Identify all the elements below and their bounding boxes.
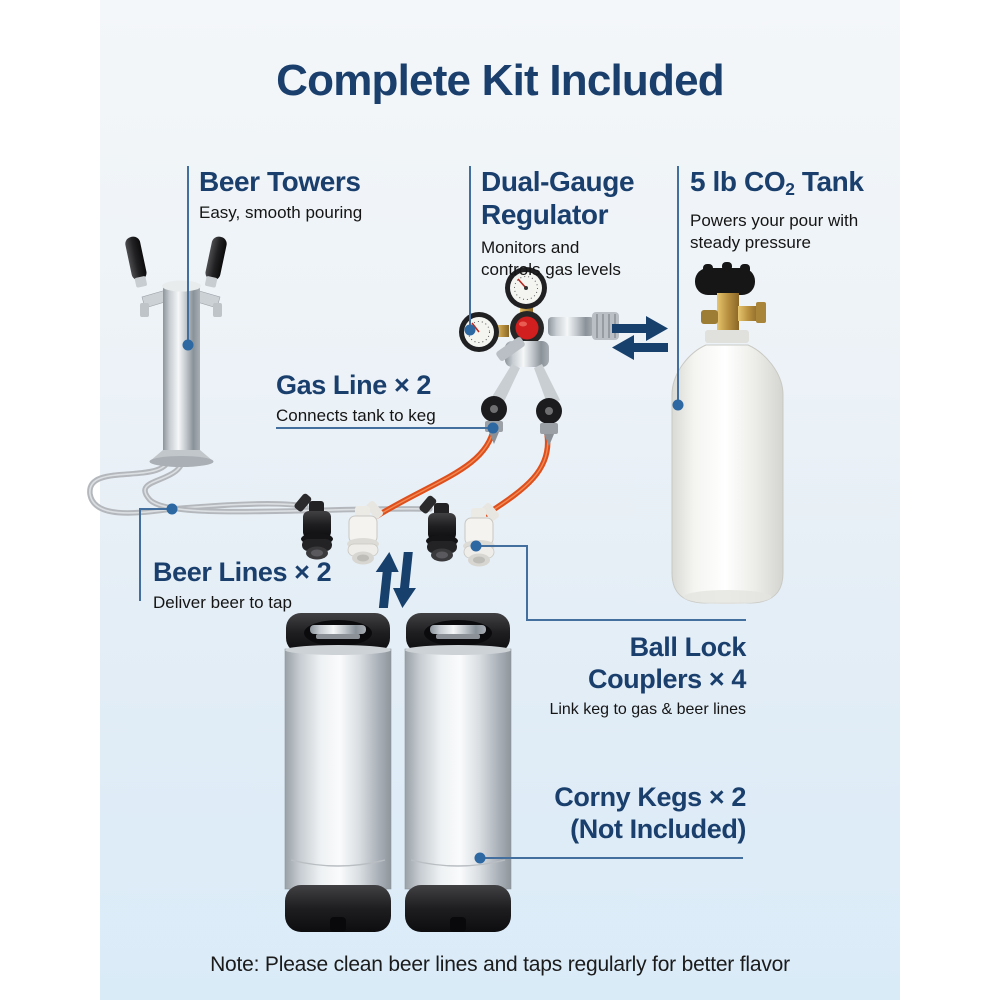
regulator-title-line1: Dual-Gauge: [481, 166, 635, 197]
ball-lock-coupler-white-1: [347, 500, 383, 565]
callout-dots: [166, 324, 684, 864]
page-title: Complete Kit Included: [276, 56, 724, 105]
beer-lines-title: Beer Lines × 2: [153, 557, 332, 587]
callout-connectors: [139, 166, 746, 859]
updown-arrows-icon: [375, 552, 417, 608]
ball-lock-coupler-black-2: [419, 495, 458, 562]
swap-arrows-icon: [612, 316, 668, 360]
co2-tank-dot: [672, 399, 684, 411]
regulator-desc-line2: controls gas levels: [481, 260, 621, 279]
beer-lines-desc: Deliver beer to tap: [153, 593, 292, 612]
beer-line-tubes: [87, 452, 433, 516]
callout-ball-lock: Ball Lock Couplers × 4 Link keg to gas &…: [480, 631, 746, 721]
ball-lock-coupler-black-1: [294, 493, 333, 560]
co2-tank-desc-line1: Powers your pour with: [690, 210, 859, 230]
regulator-dot: [464, 324, 476, 336]
regulator-illustration: [459, 267, 619, 446]
corny-kegs-dot: [474, 852, 486, 864]
ball-lock-coupler-white-2: [463, 502, 499, 567]
ball-lock-connector: [476, 545, 746, 621]
beer-lines-connector: [139, 508, 172, 601]
corny-keg-illustration-right: [404, 613, 512, 932]
ball-lock-desc: Link keg to gas & beer lines: [549, 701, 746, 718]
ball-lock-title-line2: Couplers × 4: [587, 664, 746, 694]
callout-beer-lines: Beer Lines × 2 Deliver beer to tap: [153, 556, 332, 614]
corny-keg-illustration-left: [284, 613, 392, 932]
co2-tank-desc-line2: steady pressure: [690, 232, 811, 252]
co2-tank-title: 5 lb CO2 Tank: [690, 166, 864, 199]
corny-kegs-title-line1: Corny Kegs × 2: [554, 782, 746, 812]
gas-line-tubes: [374, 424, 551, 519]
callout-corny-kegs: Corny Kegs × 2 (Not Included): [480, 781, 746, 845]
corny-kegs-title-line2: (Not Included): [570, 814, 746, 844]
ball-lock-dot: [470, 540, 482, 552]
beer-lines-dot: [166, 503, 178, 515]
beer-towers-desc: Easy, smooth pouring: [199, 203, 363, 222]
regulator-title-line2: Regulator: [481, 199, 609, 230]
beer-towers-dot: [182, 339, 194, 351]
regulator-desc-line1: Monitors and: [481, 238, 580, 257]
callout-beer-towers: Beer Towers Easy, smooth pouring: [199, 165, 362, 224]
gas-line-desc: Connects tank to keg: [276, 406, 436, 425]
callout-co2-tank: 5 lb CO2 Tank Powers your pour with stea…: [690, 165, 864, 254]
gas-line-title: Gas Line × 2: [276, 370, 432, 400]
gas-line-dot: [487, 422, 499, 434]
callout-regulator: Dual-Gauge Regulator Monitors and contro…: [481, 165, 635, 281]
beer-towers-title: Beer Towers: [199, 166, 361, 197]
beer-tower-illustration: [125, 236, 227, 467]
footer-note: Note: Please clean beer lines and taps r…: [210, 953, 790, 976]
co2-subscript: 2: [785, 178, 795, 199]
ball-lock-title-line1: Ball Lock: [629, 632, 747, 662]
co2-tank-illustration: [671, 262, 784, 604]
callout-gas-line: Gas Line × 2 Connects tank to keg: [276, 369, 436, 427]
